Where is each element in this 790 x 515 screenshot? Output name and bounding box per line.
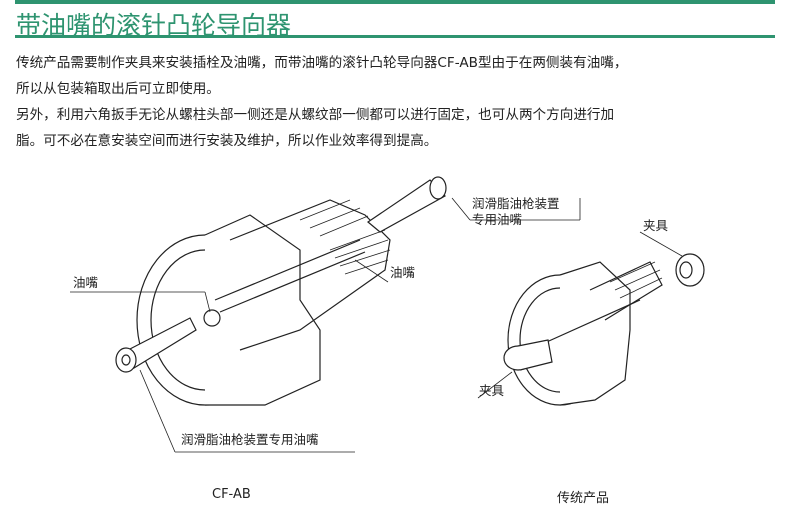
title-underline xyxy=(15,35,775,38)
label-oil-nipple-left: 油嘴 xyxy=(73,275,99,290)
label-grease-gun-nipple-top-line1: 润滑脂油枪装置 xyxy=(472,196,560,211)
label-oil-nipple-right: 油嘴 xyxy=(390,265,416,280)
label-grease-gun-nipple-bottom: 润滑脂油枪装置专用油嘴 xyxy=(181,432,319,447)
label-jig-bottom: 夹具 xyxy=(479,383,505,398)
label-jig-top: 夹具 xyxy=(643,218,669,233)
cf-ab-cam-follower-drawing xyxy=(70,176,581,453)
label-grease-gun-nipple-top-line2: 专用油嘴 xyxy=(472,212,523,227)
caption-cf-ab: CF-AB xyxy=(212,487,251,502)
conventional-cam-follower-drawing xyxy=(477,231,705,406)
description-line-4: 脂。可不必在意安装空间而进行安装及维护，所以作业效率得到提高。 xyxy=(16,133,438,149)
caption-conventional-product: 传统产品 xyxy=(557,491,610,506)
description-line-3: 另外，利用六角扳手无论从螺柱头部一侧还是从螺纹部一侧都可以进行固定，也可从两个方… xyxy=(16,107,615,123)
description-line-2: 所以从包装箱取出后可立即使用。 xyxy=(16,81,220,97)
top-accent-bar xyxy=(15,0,775,4)
description-line-1: 传统产品需要制作夹具来安装插栓及油嘴，而带油嘴的滚针凸轮导向器CF-AB型由于在… xyxy=(16,55,628,71)
